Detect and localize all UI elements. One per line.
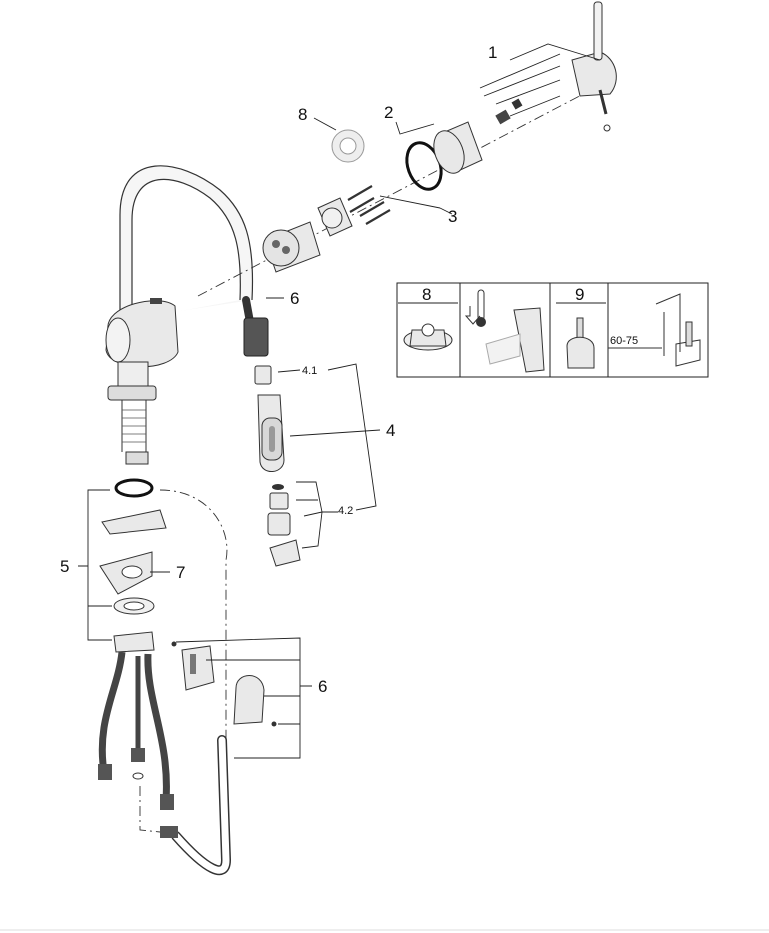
label-4-2: 4.2 [338, 505, 353, 517]
label-8: 8 [298, 105, 307, 124]
leader-lines [78, 43, 601, 759]
label-6-top: 6 [290, 289, 299, 308]
spray-assembly [242, 296, 301, 567]
label-1: 1 [488, 43, 497, 62]
inset-dimension: 60-75 [610, 335, 638, 347]
inset-label-8: 8 [422, 285, 431, 304]
label-4-1: 4.1 [302, 365, 317, 377]
faucet-body [105, 165, 254, 465]
label-7: 7 [176, 563, 185, 582]
hose-weight-parts [171, 641, 277, 727]
mounting-parts [98, 478, 232, 876]
handle-parts [197, 1, 617, 297]
callout-numbers: 1 2 8 3 6 4.1 4 4.2 5 7 6 [60, 43, 497, 696]
label-2: 2 [384, 103, 393, 122]
inset-label-9: 9 [575, 285, 584, 304]
label-4: 4 [386, 421, 395, 440]
inset-panel: 8 9 60-75 [396, 282, 709, 378]
label-6-bottom: 6 [318, 677, 327, 696]
label-5: 5 [60, 557, 69, 576]
label-3: 3 [448, 207, 457, 226]
